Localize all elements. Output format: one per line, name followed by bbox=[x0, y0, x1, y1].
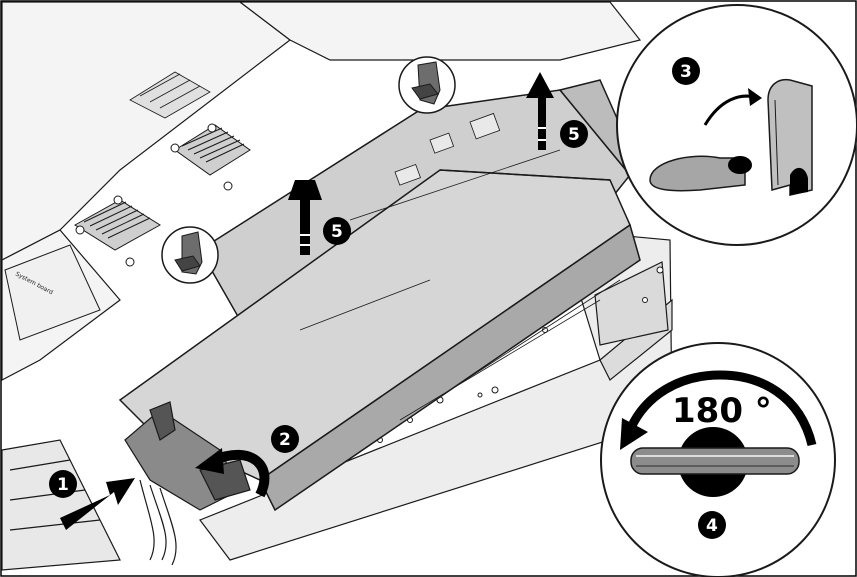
curved-arrow-icon bbox=[195, 448, 270, 498]
system-board-label-area: System board bbox=[4, 244, 101, 341]
inset-rotate: 180 ° bbox=[600, 342, 836, 577]
latch-magnify-top bbox=[398, 56, 456, 114]
step-number-3: 3 bbox=[680, 62, 692, 82]
step-callout-4: 4 bbox=[698, 511, 726, 539]
riser-cage bbox=[118, 79, 641, 512]
memory-module bbox=[129, 71, 211, 119]
step-callout-3: 3 bbox=[672, 57, 700, 85]
cables bbox=[139, 479, 177, 566]
curved-arrow-icon bbox=[703, 88, 762, 126]
step-number-5a: 5 bbox=[331, 222, 343, 242]
rotate-arrow-icon bbox=[620, 370, 817, 450]
step-callout-1: 1 bbox=[49, 470, 77, 498]
step-callout-5a: 5 bbox=[323, 217, 351, 245]
rotation-degree-label: 180 ° bbox=[672, 391, 772, 431]
step-number-5b: 5 bbox=[568, 125, 580, 145]
step-number-1: 1 bbox=[57, 475, 69, 495]
heatsink-upper bbox=[170, 123, 251, 191]
arrow-up-icon bbox=[526, 72, 554, 150]
step-number-2: 2 bbox=[279, 430, 291, 450]
heatsink-lower bbox=[74, 195, 161, 267]
front-latch bbox=[124, 401, 251, 511]
step-number-4: 4 bbox=[706, 516, 718, 536]
riser-details bbox=[299, 112, 621, 421]
arrow-right-icon bbox=[60, 478, 135, 530]
inset-latch-lift bbox=[616, 4, 857, 246]
step-callout-5b: 5 bbox=[560, 120, 588, 148]
step-callout-2: 2 bbox=[271, 425, 299, 453]
arrow-up-icon bbox=[288, 180, 322, 255]
latch-magnify-left bbox=[161, 226, 219, 284]
